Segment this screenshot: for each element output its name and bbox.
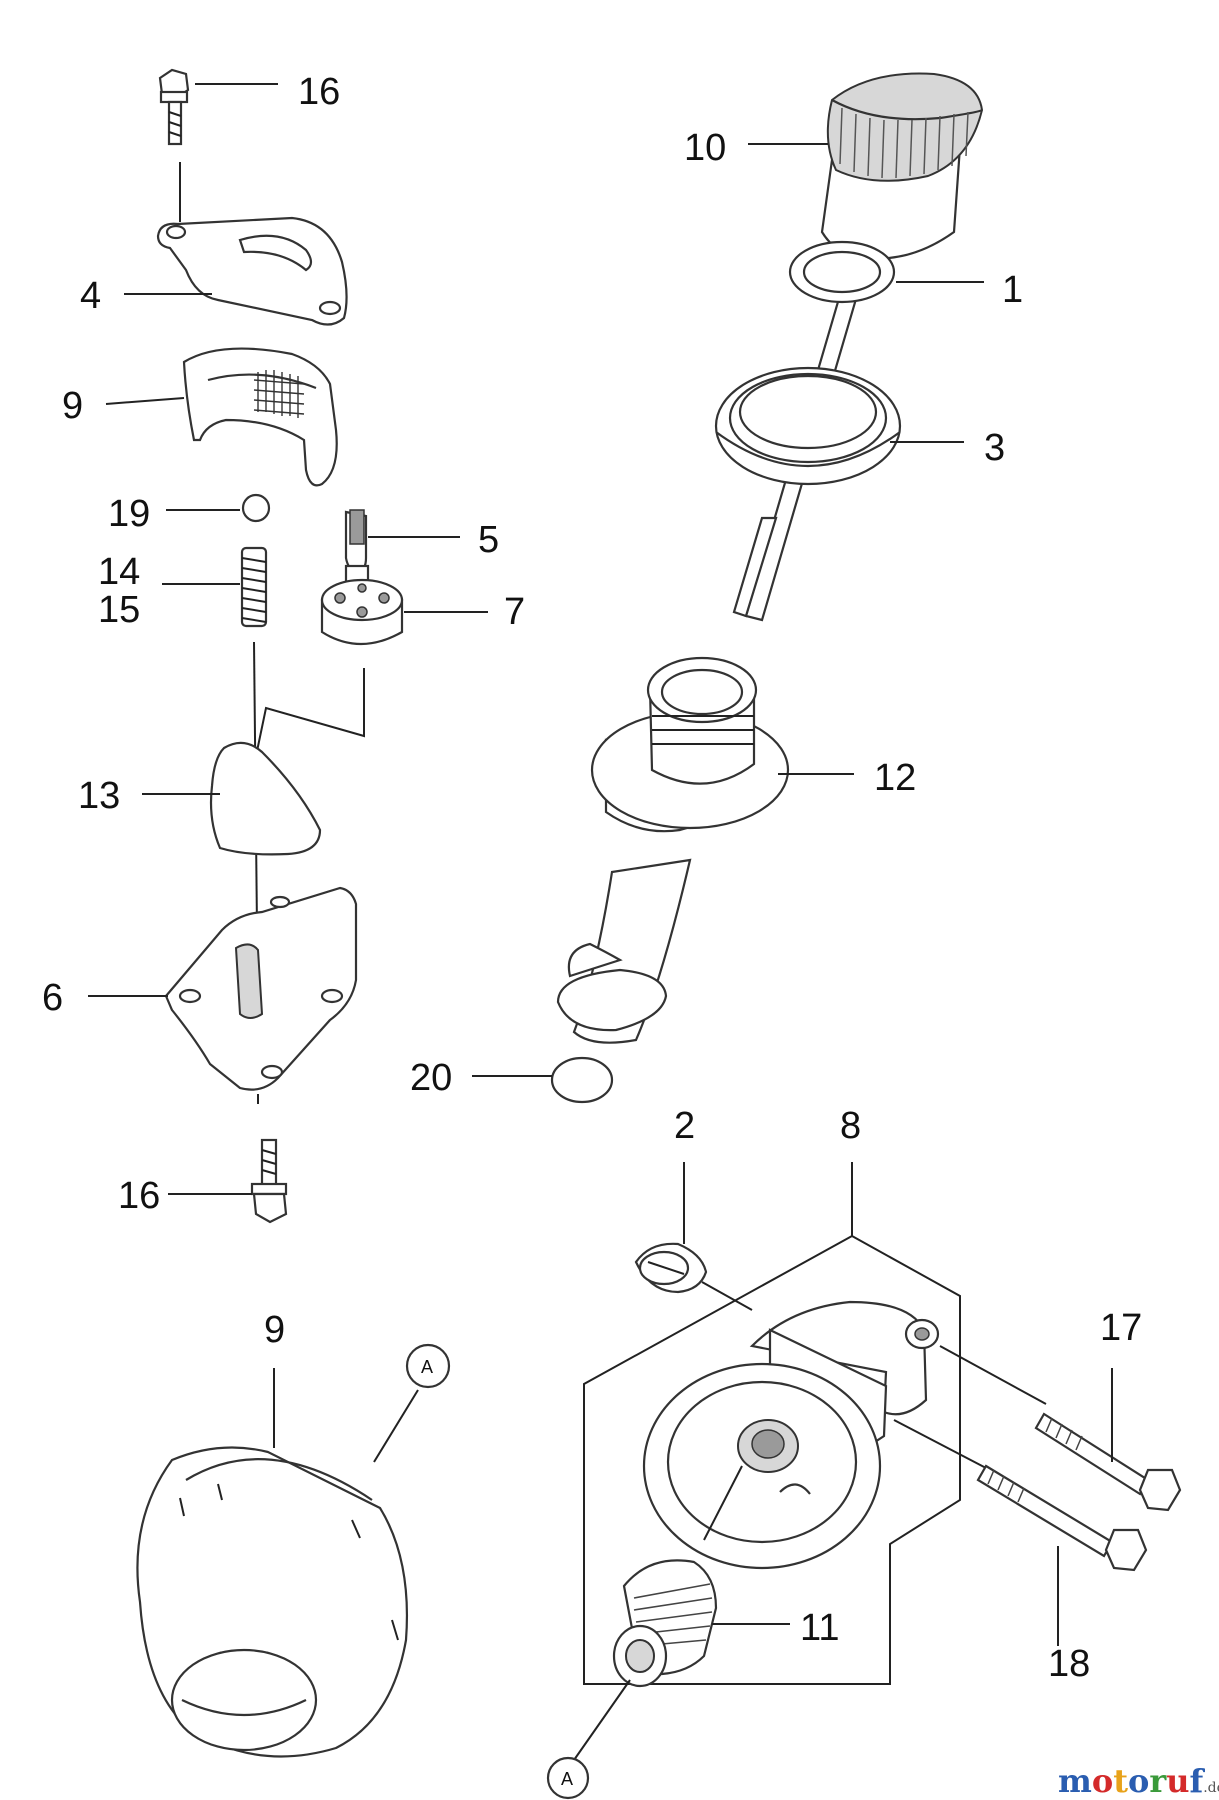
strainer-9 bbox=[182, 347, 338, 487]
brand-letter: m bbox=[1058, 1762, 1092, 1800]
rotor-7 bbox=[320, 578, 404, 646]
assembly-line-2 bbox=[701, 1281, 753, 1311]
spring-14-15 bbox=[240, 546, 268, 628]
ref-mark-a-upper bbox=[405, 1343, 451, 1389]
leader-a-lower bbox=[573, 1679, 631, 1761]
callout-20: 20 bbox=[410, 1057, 452, 1099]
cover-13 bbox=[209, 741, 322, 856]
callout-6: 6 bbox=[42, 977, 63, 1019]
dipstick-10 bbox=[732, 72, 984, 622]
bracket-frame-8 bbox=[583, 1235, 961, 1685]
brand-domain: .de bbox=[1203, 1780, 1219, 1796]
callout-14: 14 bbox=[98, 551, 140, 593]
watermark-logo: motoruf.de bbox=[1058, 1762, 1219, 1800]
callout-3: 3 bbox=[984, 427, 1005, 469]
ball-19 bbox=[241, 493, 271, 523]
o-ring-20 bbox=[550, 1056, 614, 1104]
bolt-17 bbox=[939, 1345, 1182, 1512]
callout-8: 8 bbox=[840, 1105, 861, 1147]
callout-10: 10 bbox=[684, 127, 726, 169]
brand-letter: t bbox=[1113, 1762, 1128, 1800]
callout-15: 15 bbox=[98, 589, 140, 631]
callout-18: 18 bbox=[1048, 1643, 1090, 1685]
o-ring-1 bbox=[788, 240, 896, 304]
brand-letter: o bbox=[1091, 1762, 1114, 1800]
callout-11: 11 bbox=[800, 1607, 839, 1649]
brand-letter: u bbox=[1166, 1762, 1190, 1800]
ref-mark-a-lower-label: A bbox=[561, 1769, 573, 1789]
callout-13: 13 bbox=[78, 775, 120, 817]
callout-9-top: 9 bbox=[62, 385, 83, 427]
bolt-16-top bbox=[158, 68, 190, 222]
callout-16-top: 16 bbox=[298, 71, 340, 113]
callout-9-bottom: 9 bbox=[264, 1309, 285, 1351]
callout-2: 2 bbox=[674, 1105, 695, 1147]
brand-letter: f bbox=[1189, 1762, 1204, 1800]
ref-mark-a-lower bbox=[546, 1756, 590, 1800]
brand-letter: r bbox=[1149, 1762, 1167, 1800]
bolt-18 bbox=[893, 1419, 1148, 1572]
callout-19: 19 bbox=[108, 493, 150, 535]
brand-letter: o bbox=[1127, 1762, 1150, 1800]
callout-7: 7 bbox=[504, 591, 525, 633]
bolt-16-bottom bbox=[250, 1138, 288, 1224]
callout-17: 17 bbox=[1100, 1307, 1142, 1349]
nipple-11 bbox=[612, 1465, 743, 1688]
leader-a-upper bbox=[373, 1389, 419, 1463]
callout-16-bottom: 16 bbox=[118, 1175, 160, 1217]
oil-filter-9 bbox=[136, 1446, 409, 1758]
filter-head bbox=[642, 1300, 940, 1570]
callout-12: 12 bbox=[874, 757, 916, 799]
callout-5: 5 bbox=[478, 519, 499, 561]
grommet-3 bbox=[714, 366, 902, 486]
guide-tube-12 bbox=[556, 656, 790, 1044]
callout-4: 4 bbox=[80, 275, 101, 317]
plug-2 bbox=[634, 1242, 708, 1294]
leader-9-top bbox=[105, 397, 185, 405]
valve-plate-6 bbox=[164, 886, 358, 1091]
bracket-4 bbox=[156, 216, 348, 326]
ref-mark-a-upper-label: A bbox=[421, 1357, 433, 1377]
callout-1: 1 bbox=[1002, 269, 1023, 311]
